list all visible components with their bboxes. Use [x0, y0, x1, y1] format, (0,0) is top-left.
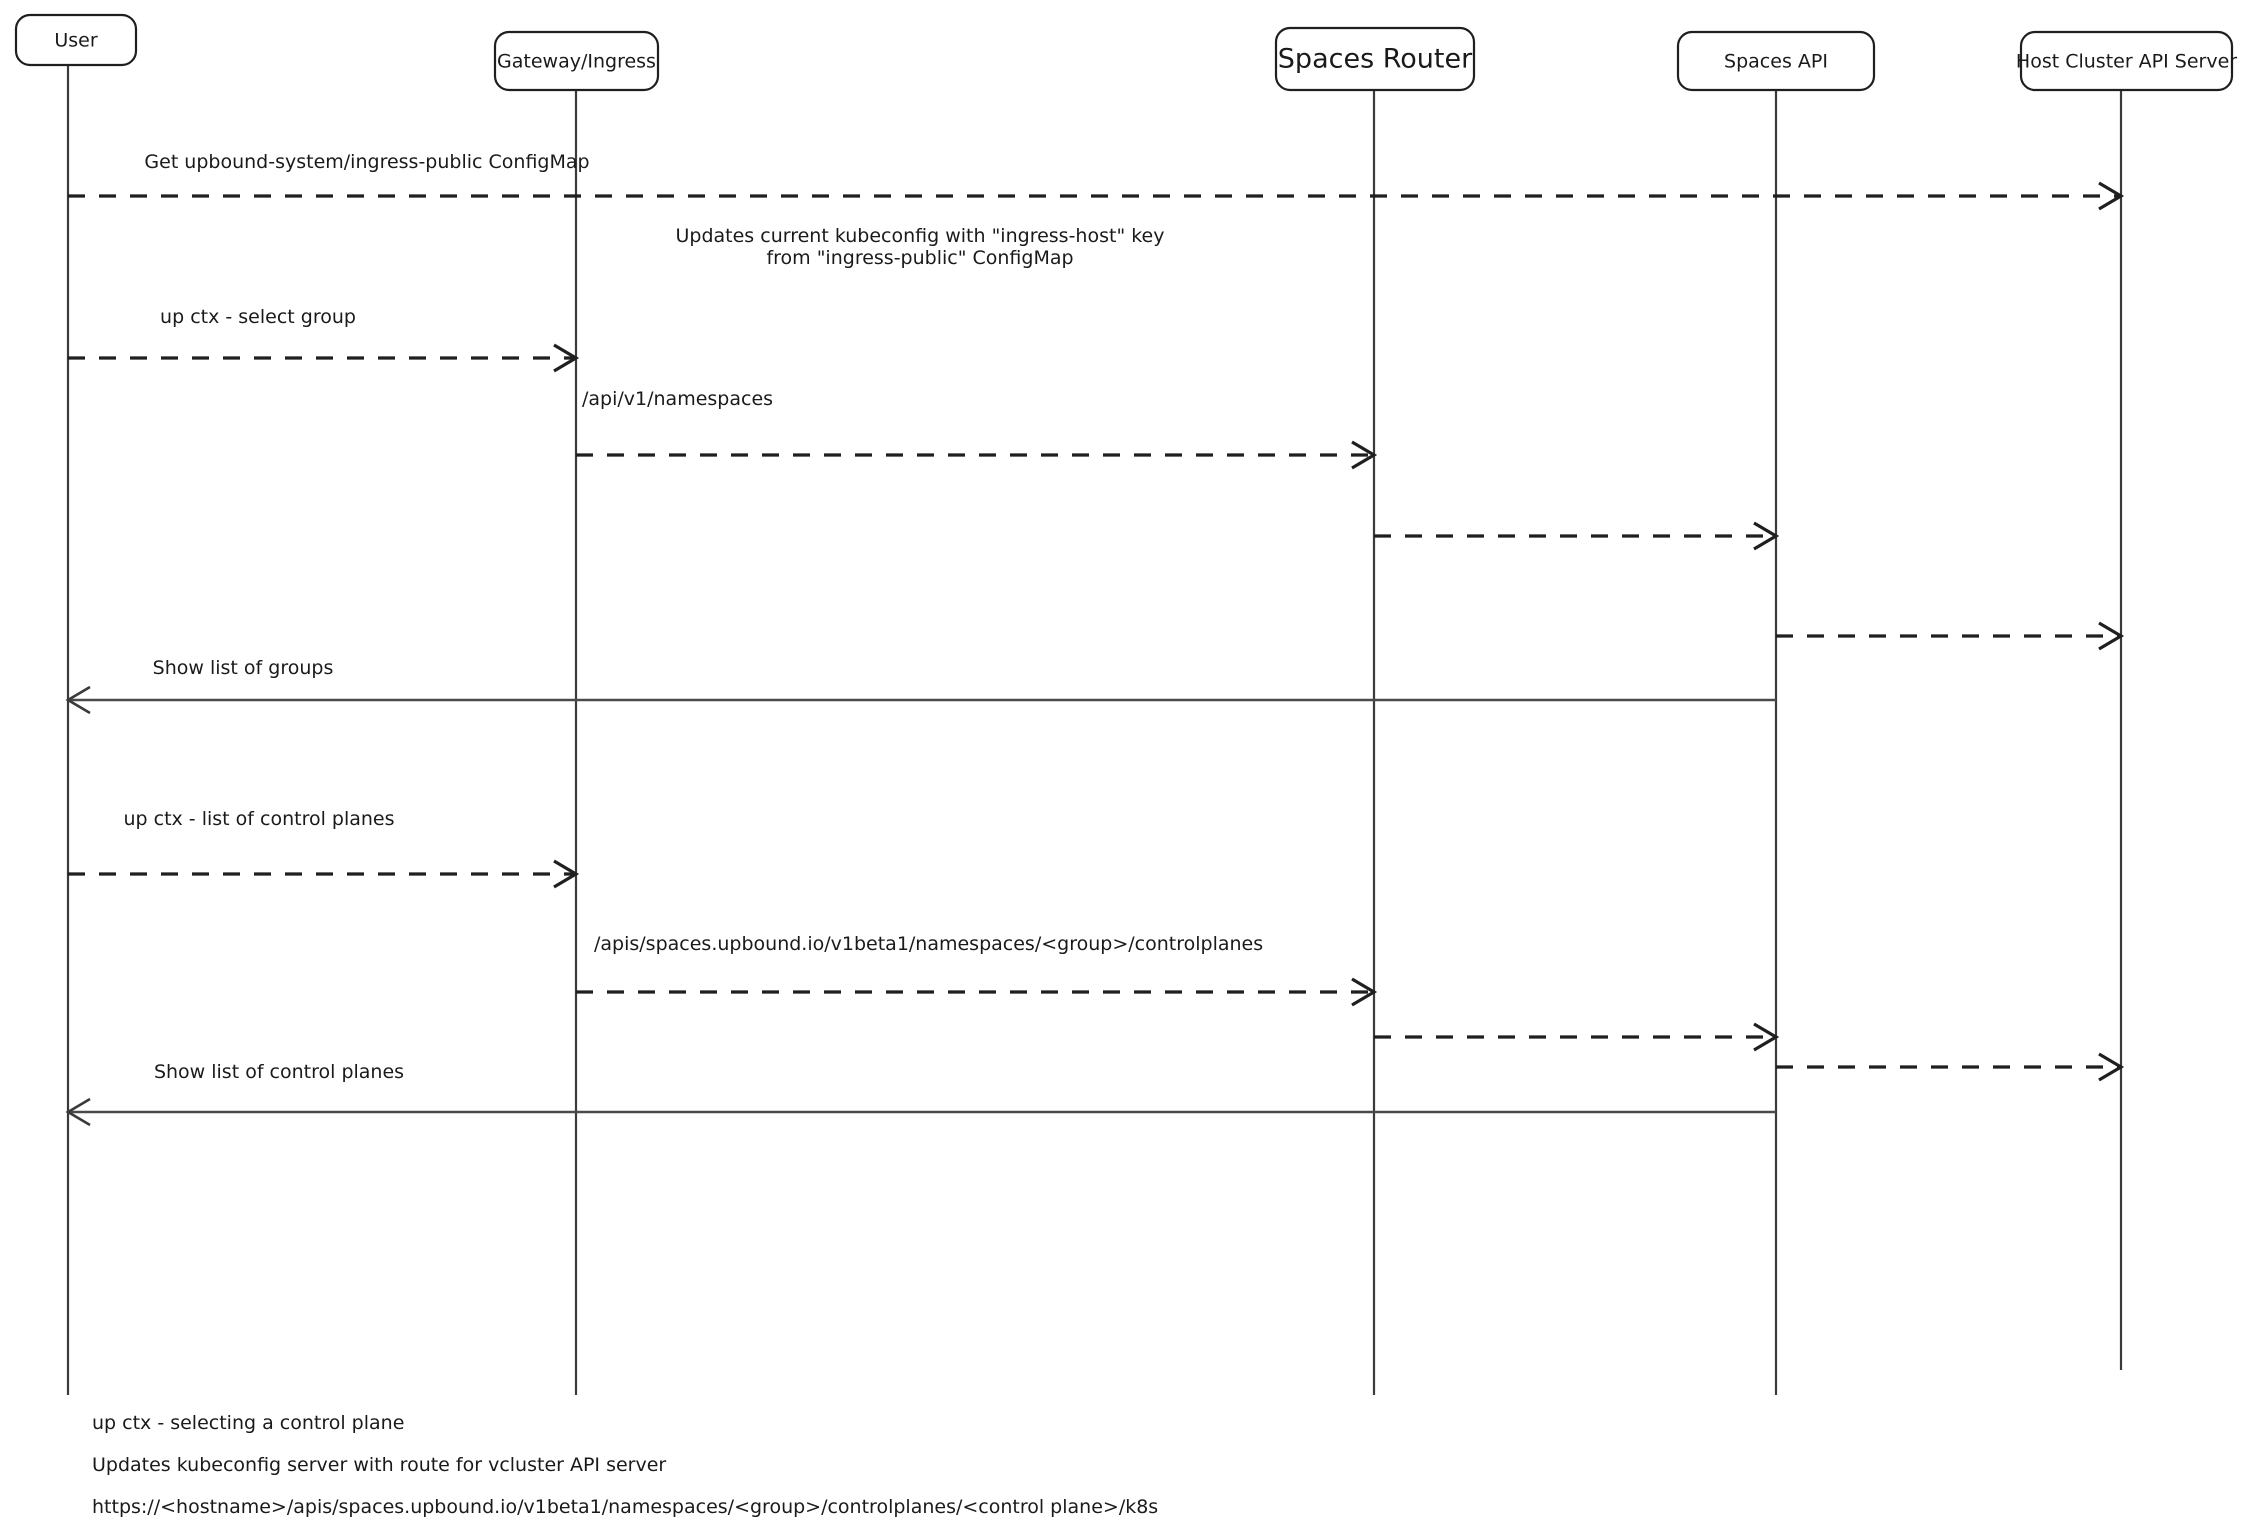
- arrowhead: [1753, 1022, 1780, 1052]
- arrowhead-path: [2098, 181, 2125, 211]
- arrowhead-path: [1351, 440, 1378, 470]
- message-up-ctx-list-control-planes: up ctx - list of control planes: [68, 808, 580, 889]
- arrowhead-path: [1753, 1022, 1780, 1052]
- message-label-up-ctx-select-group: up ctx - select group: [160, 306, 356, 328]
- message-label-apis-controlplanes: /apis/spaces.upbound.io/v1beta1/namespac…: [594, 933, 1263, 955]
- arrowhead: [2098, 181, 2125, 211]
- arrowhead: [2098, 1052, 2125, 1082]
- arrowhead-path: [65, 685, 91, 715]
- participant-box-spaces-api[interactable]: [1676, 30, 1876, 92]
- message-router-to-spaces-api: [1374, 521, 1780, 551]
- message-api-v1-namespaces: /api/v1/namespaces: [576, 388, 1378, 470]
- participant-gateway[interactable]: Gateway/Ingress: [493, 30, 660, 92]
- arrowhead-path: [65, 1097, 91, 1127]
- note-selecting-control-plane: up ctx - selecting a control plane: [92, 1412, 404, 1434]
- arrowhead-path: [1351, 977, 1378, 1007]
- message-apis-controlplanes: /apis/spaces.upbound.io/v1beta1/namespac…: [576, 933, 1378, 1007]
- arrowhead: [2098, 621, 2125, 651]
- note-url: https://<hostname>/apis/spaces.upbound.i…: [92, 1496, 1158, 1518]
- message-label-api-v1-namespaces: /api/v1/namespaces: [582, 388, 773, 410]
- arrowhead-path: [553, 859, 580, 889]
- message-show-list-of-groups: Show list of groups: [65, 657, 1776, 715]
- arrowhead: [553, 343, 580, 373]
- message-note-update-kubeconfig-note-line2: from "ingress-public" ConfigMap: [766, 247, 1073, 269]
- participant-user[interactable]: User: [14, 13, 138, 67]
- message-up-ctx-select-group: up ctx - select group: [68, 306, 580, 373]
- arrowhead: [1351, 440, 1378, 470]
- message-spaces-api-to-host: [1776, 621, 2125, 651]
- participant-host-api[interactable]: Host Cluster API Server: [2016, 30, 2237, 92]
- participant-box-host-api[interactable]: [2019, 30, 2234, 92]
- participant-box-gateway[interactable]: [493, 30, 660, 92]
- arrowhead: [65, 685, 91, 715]
- message-label-show-list-of-groups: Show list of groups: [153, 657, 334, 679]
- participant-box-user[interactable]: [14, 13, 138, 67]
- message-router-to-spaces-api-2: [1374, 1022, 1780, 1052]
- participant-router[interactable]: Spaces Router: [1274, 26, 1476, 92]
- arrowhead: [1753, 521, 1780, 551]
- arrowhead: [65, 1097, 91, 1127]
- message-note-update-kubeconfig-note-line1: Updates current kubeconfig with "ingress…: [676, 225, 1165, 247]
- participant-spaces-api[interactable]: Spaces API: [1676, 30, 1876, 92]
- lifelines-layer: [66, 65, 2123, 1395]
- messages-layer: Get upbound-system/ingress-public Config…: [65, 151, 2125, 1127]
- participant-label-router: Spaces Router: [1278, 44, 1473, 75]
- message-spaces-api-to-host-2: [1776, 1052, 2125, 1082]
- note-updates-kubeconfig-route: Updates kubeconfig server with route for…: [92, 1454, 666, 1476]
- arrowhead-path: [1753, 521, 1780, 551]
- participant-label-gateway: Gateway/Ingress: [497, 51, 656, 73]
- arrowhead-path: [2098, 1052, 2125, 1082]
- participant-label-spaces-api: Spaces API: [1724, 51, 1828, 73]
- arrowhead-path: [553, 343, 580, 373]
- message-get-configmap: Get upbound-system/ingress-public Config…: [68, 151, 2125, 211]
- message-show-list-of-control-planes: Show list of control planes: [65, 1061, 1776, 1127]
- arrowhead: [1351, 977, 1378, 1007]
- participant-label-user: User: [54, 30, 97, 52]
- message-label-get-configmap: Get upbound-system/ingress-public Config…: [144, 151, 589, 173]
- notes-layer: up ctx - selecting a control planeUpdate…: [92, 1412, 1158, 1518]
- participant-label-host-api: Host Cluster API Server: [2016, 51, 2237, 73]
- participant-box-router[interactable]: [1274, 26, 1476, 92]
- arrowhead: [553, 859, 580, 889]
- message-label-show-list-of-control-planes: Show list of control planes: [154, 1061, 404, 1083]
- message-label-up-ctx-list-control-planes: up ctx - list of control planes: [123, 808, 394, 830]
- arrowhead-path: [2098, 621, 2125, 651]
